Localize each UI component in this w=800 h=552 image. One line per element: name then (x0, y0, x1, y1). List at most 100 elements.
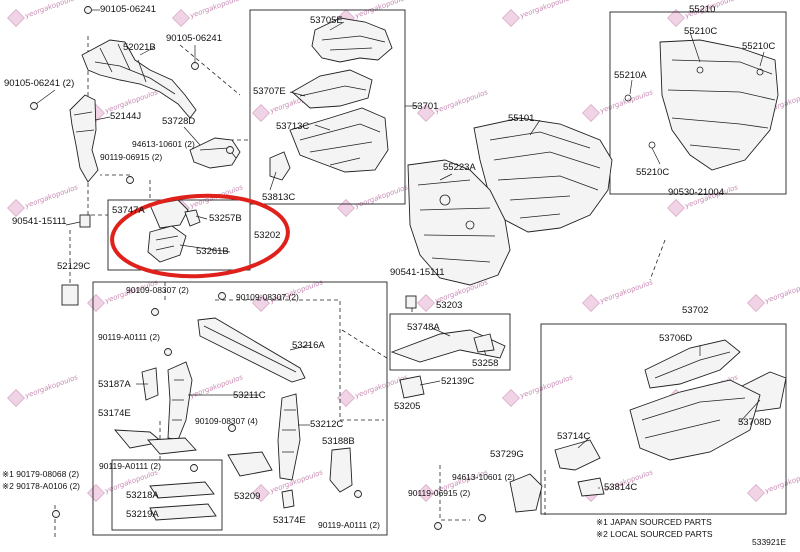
part-52021B-shape (81, 39, 197, 119)
legend-japan-sourced: ※1 JAPAN SOURCED PARTS (596, 517, 712, 527)
part-52144J-shape (69, 94, 99, 183)
label-53174E-b: 53174E (273, 515, 306, 526)
svg-text:yeorgakopoulos: yeorgakopoulos (763, 278, 800, 305)
label-53706D: 53706D (659, 333, 693, 344)
note-japan-fastener: ※1 90179-08068 (2) (2, 469, 80, 479)
label-55210C-b: 55210C (742, 41, 776, 52)
watermark-logo: yeorgakopoulos (747, 468, 800, 502)
label-52021B: 52021B (123, 42, 156, 53)
label-53728D: 53728D (162, 116, 196, 127)
label-52129C: 52129C (57, 261, 91, 272)
part-53257B-shape (184, 209, 201, 227)
label-53211C: 53211C (233, 390, 266, 401)
label-53714C: 53714C (557, 431, 591, 442)
label-53187A: 53187A (98, 379, 131, 390)
label-55101: 55101 (508, 113, 535, 124)
svg-text:yeorgakopoulos: yeorgakopoulos (433, 88, 489, 115)
part-53713C-shape (289, 107, 389, 173)
part-53188B-shape (329, 447, 353, 493)
label-90109-08307-4: 90109-08307 (4) (195, 416, 258, 426)
watermark-logo: yeorgakopoulos (7, 373, 79, 407)
part-90541-15111-a-shape (79, 214, 91, 228)
part-53258-shape (473, 333, 495, 353)
label-90105-06241-b: 90105-06241 (166, 33, 222, 44)
part-53706D-shape (644, 339, 741, 389)
part-53814C-shape (577, 477, 605, 497)
svg-text:yeorgakopoulos: yeorgakopoulos (598, 278, 654, 305)
watermark-logo: yeorgakopoulos (502, 373, 574, 407)
label-53748A: 53748A (407, 322, 440, 333)
part-53187A-shape (141, 367, 159, 401)
label-55210C-a: 55210C (684, 26, 718, 37)
part-90541-15111-b-shape (405, 295, 417, 309)
group-box-55210 (609, 11, 787, 195)
label-53203: 53203 (436, 300, 463, 311)
part-53729G-shape (509, 473, 543, 513)
watermark-logo: yeorgakopoulos (747, 278, 800, 312)
label-90530-21004: 90530-21004 (668, 187, 724, 198)
label-90119-A0111-2b: 90119-A0111 (2) (99, 461, 161, 471)
label-90541-15111-b: 90541-15111 (390, 267, 445, 278)
label-53814C: 53814C (604, 482, 638, 493)
svg-text:yeorgakopoulos: yeorgakopoulos (353, 183, 409, 210)
label-53212C: 53212C (310, 419, 344, 430)
label-53202: 53202 (254, 230, 281, 241)
group-box-53202 (107, 199, 251, 271)
label-53747A: 53747A (112, 205, 145, 216)
highlight-ring (110, 193, 290, 279)
part-53174E-b-shape (147, 437, 197, 455)
label-90109-08307-2a: 90109-08307 (2) (126, 285, 189, 295)
svg-text:yeorgakopoulos: yeorgakopoulos (188, 0, 244, 20)
svg-text:yeorgakopoulos: yeorgakopoulos (23, 0, 79, 20)
svg-text:yeorgakopoulos: yeorgakopoulos (353, 373, 409, 400)
leader-lines (35, 9, 765, 489)
part-55223A-shape (407, 159, 511, 286)
group-box-53205 (92, 281, 388, 536)
watermark-logo: yeorgakopoulos (7, 0, 79, 27)
label-53205: 53205 (394, 401, 421, 412)
group-box-53701 (249, 9, 406, 205)
part-53174E-c-shape (281, 489, 295, 509)
svg-text:yeorgakopoulos: yeorgakopoulos (23, 373, 79, 400)
part-53219A-shape (149, 503, 217, 521)
part-53702-main-shape (629, 379, 761, 461)
svg-text:yeorgakopoulos: yeorgakopoulos (23, 183, 79, 210)
part-53261B-shape (147, 225, 187, 263)
part-52139C-shape (399, 375, 425, 399)
label-53261B: 53261B (196, 246, 229, 257)
part-53728D-shape (189, 137, 241, 169)
watermark-logo: yeorgakopoulos (582, 278, 654, 312)
svg-text:yeorgakopoulos: yeorgakopoulos (518, 373, 574, 400)
label-53708D: 53708D (738, 417, 772, 428)
part-53218A-shape (149, 481, 215, 499)
label-53258: 53258 (472, 358, 499, 369)
svg-text:yeorgakopoulos: yeorgakopoulos (268, 468, 324, 495)
watermark-logo: yeorgakopoulos (7, 183, 79, 217)
label-53209: 53209 (234, 491, 261, 502)
label-52144J: 52144J (110, 111, 142, 122)
label-53707E: 53707E (253, 86, 286, 97)
label-55210: 55210 (689, 4, 716, 15)
watermark-logo: yeorgakopoulos (502, 0, 574, 27)
label-55223A: 55223A (443, 162, 476, 173)
label-53701: 53701 (412, 101, 439, 112)
svg-text:yeorgakopoulos: yeorgakopoulos (763, 468, 800, 495)
label-90105-06241-2: 90105-06241 (2) (4, 78, 75, 89)
label-53702: 53702 (682, 305, 709, 316)
label-53219A: 53219A (126, 509, 159, 520)
label-94613-10601-2b: 94613-10601 (2) (452, 472, 515, 482)
note-local-fastener: ※2 90178-A0106 (2) (2, 481, 81, 491)
label-55210C-c: 55210C (636, 167, 670, 178)
label-94613-10601-2a: 94613-10601 (2) (132, 139, 195, 149)
label-90119-06915-2a: 90119-06915 (2) (100, 152, 163, 162)
group-box-53702 (540, 323, 787, 515)
part-53211C-shape (167, 361, 193, 441)
label-52139C: 52139C (441, 376, 475, 387)
label-90105-06241-a: 90105-06241 (100, 4, 156, 15)
diagram-code: 533921E (752, 537, 787, 547)
label-90119-06915-2b: 90119-06915 (2) (408, 488, 471, 498)
part-53813C-shape (269, 151, 291, 181)
watermark-logo: yeorgakopoulos (582, 88, 654, 122)
label-90109-08307-2b: 90109-08307 (2) (236, 292, 299, 302)
